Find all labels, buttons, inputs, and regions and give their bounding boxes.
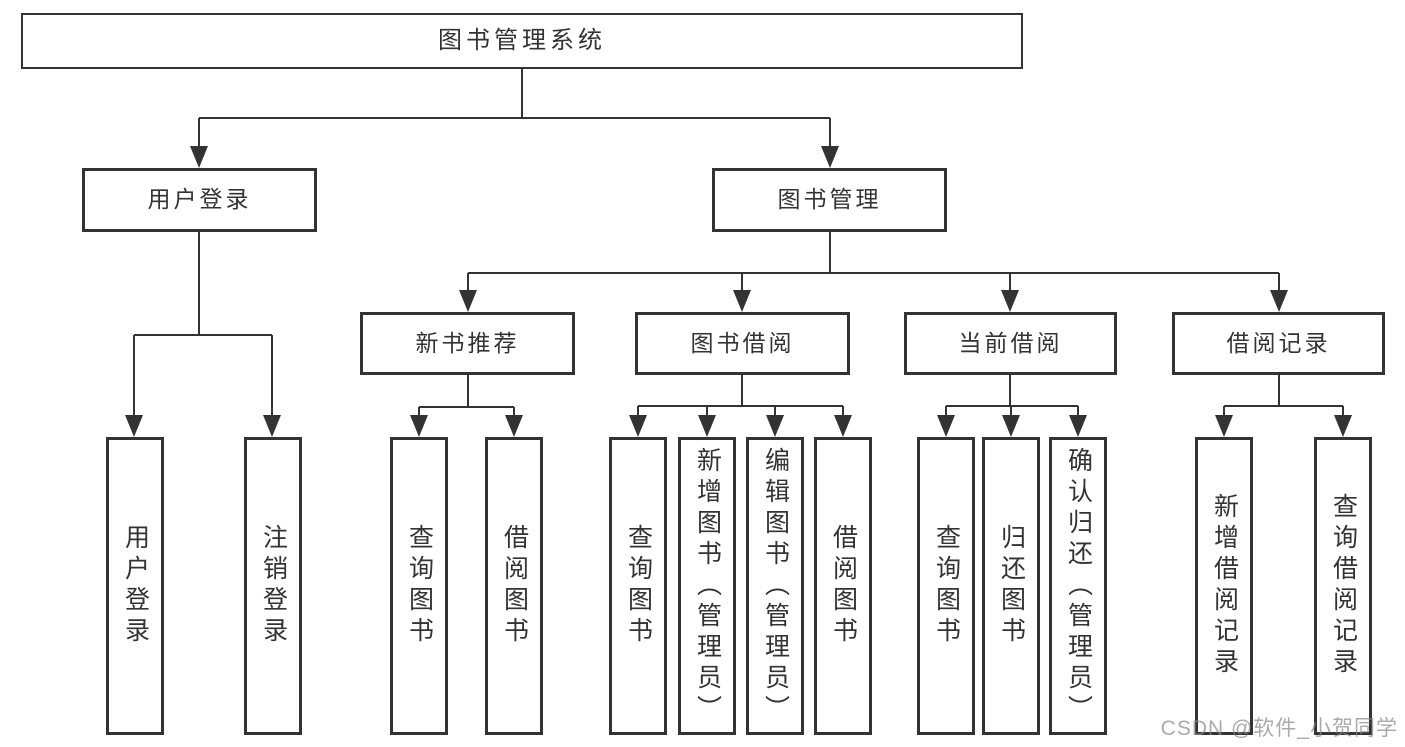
node-book-management: 图书管理 <box>712 168 947 232</box>
node-current-borrow: 当前借阅 <box>904 312 1117 375</box>
node-leaf-query-books-recommend: 查询图书 <box>390 437 448 735</box>
node-label: 借阅图书 <box>500 524 529 648</box>
node-label: 查询借阅记录 <box>1329 493 1358 679</box>
node-label: 用户登录 <box>121 524 150 648</box>
node-leaf-logout: 注销登录 <box>244 437 302 735</box>
node-user-login: 用户登录 <box>82 168 317 232</box>
connector-book-borrow-children <box>637 375 844 420</box>
node-label: 编辑图书（管理员） <box>761 446 790 726</box>
node-leaf-edit-books-admin: 编辑图书（管理员） <box>746 437 804 735</box>
node-label: 借阅记录 <box>1226 329 1331 356</box>
node-leaf-query-books-current: 查询图书 <box>917 437 975 735</box>
node-leaf-user-login: 用户登录 <box>106 437 164 735</box>
node-label: 新增图书（管理员） <box>693 446 722 726</box>
node-leaf-add-borrow-record: 新增借阅记录 <box>1195 437 1253 735</box>
node-leaf-add-books-admin: 新增图书（管理员） <box>678 437 736 735</box>
node-leaf-query-borrow-record: 查询借阅记录 <box>1314 437 1372 735</box>
node-label: 图书借阅 <box>690 329 795 356</box>
node-label: 图书管理 <box>777 186 882 213</box>
node-new-book-recommend: 新书推荐 <box>360 312 575 375</box>
node-borrow-records: 借阅记录 <box>1172 312 1385 375</box>
node-label: 新书推荐 <box>415 329 520 356</box>
node-leaf-confirm-return-admin: 确认归还（管理员） <box>1049 437 1107 735</box>
node-library-management-system: 图书管理系统 <box>21 13 1023 69</box>
node-label: 图书管理系统 <box>438 26 606 54</box>
node-leaf-query-books-borrow: 查询图书 <box>609 437 667 735</box>
node-leaf-borrow-books-recommend: 借阅图书 <box>485 437 543 735</box>
node-label: 当前借阅 <box>958 329 1063 356</box>
node-label: 借阅图书 <box>829 524 858 648</box>
node-leaf-return-books: 归还图书 <box>982 437 1040 735</box>
node-label: 新增借阅记录 <box>1210 493 1239 679</box>
csdn-watermark: CSDN @软件_小贺同学 <box>1160 717 1398 740</box>
arrowheads <box>125 146 1352 437</box>
node-label: 用户登录 <box>147 186 252 213</box>
node-label: 查询图书 <box>932 524 961 648</box>
connector-user-login-children <box>133 232 273 420</box>
node-label: 注销登录 <box>259 524 288 648</box>
connector-root-to-level2 <box>198 69 831 150</box>
connector-borrow-records-children <box>1223 375 1344 420</box>
node-leaf-borrow-books: 借阅图书 <box>814 437 872 735</box>
connector-book-mgmt-to-level3 <box>467 232 1280 294</box>
node-label: 查询图书 <box>405 524 434 648</box>
connector-current-borrow-children <box>945 375 1079 420</box>
node-label: 确认归还（管理员） <box>1064 446 1093 726</box>
connector-new-book-children <box>418 375 515 420</box>
node-label: 归还图书 <box>997 524 1026 648</box>
node-label: 查询图书 <box>624 524 653 648</box>
node-book-borrow: 图书借阅 <box>635 312 850 375</box>
